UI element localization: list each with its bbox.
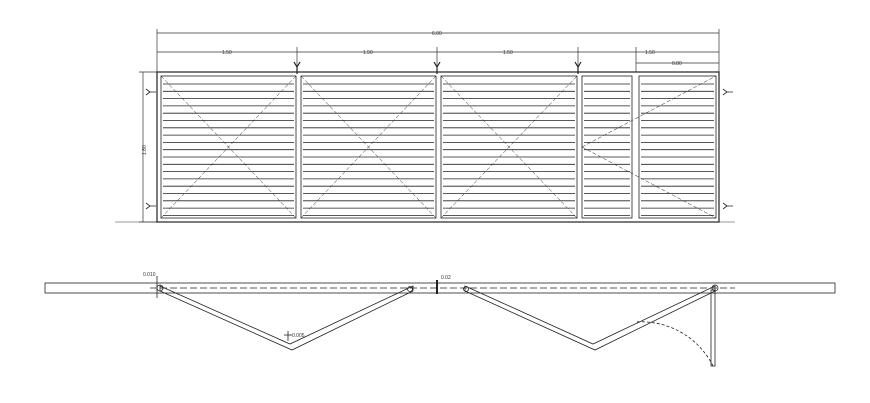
- elevation-view: [145, 61, 733, 223]
- swing-line: [581, 75, 717, 148]
- height-label: 1.80: [142, 145, 148, 155]
- post-gap-label: 0.010: [143, 272, 156, 278]
- overall-width-label: 6.00: [432, 31, 442, 37]
- leaf-right: [464, 285, 716, 351]
- post-marker: [433, 61, 441, 74]
- hinge-marker: [145, 88, 156, 96]
- panel-2: [300, 75, 437, 219]
- segment-3-label: 1.50: [503, 50, 513, 56]
- hinge-marker: [722, 202, 733, 210]
- hinge-marker: [722, 88, 733, 96]
- plan-view: [44, 276, 836, 367]
- leaf-left: [159, 285, 414, 351]
- swing-line: [440, 75, 578, 219]
- panel-5: [638, 75, 717, 219]
- gate-frame: [156, 71, 720, 223]
- center-gap-label: 0.02: [441, 275, 451, 281]
- panel-4: [581, 75, 633, 219]
- post-marker: [293, 61, 301, 74]
- panel-3: [440, 75, 578, 219]
- panel-1: [160, 75, 297, 219]
- gate-width-label: 0.80: [672, 61, 682, 67]
- swing-line: [160, 75, 297, 219]
- swing-line: [581, 146, 717, 219]
- segment-2-label: 1.50: [363, 50, 373, 56]
- segment-4-label: 1.50: [645, 50, 655, 56]
- post-marker: [574, 61, 582, 74]
- swing-line: [300, 75, 437, 219]
- hinge-marker: [145, 202, 156, 210]
- segment-1-label: 1.50: [222, 50, 232, 56]
- hinge-gap-label: 0.005: [292, 333, 305, 339]
